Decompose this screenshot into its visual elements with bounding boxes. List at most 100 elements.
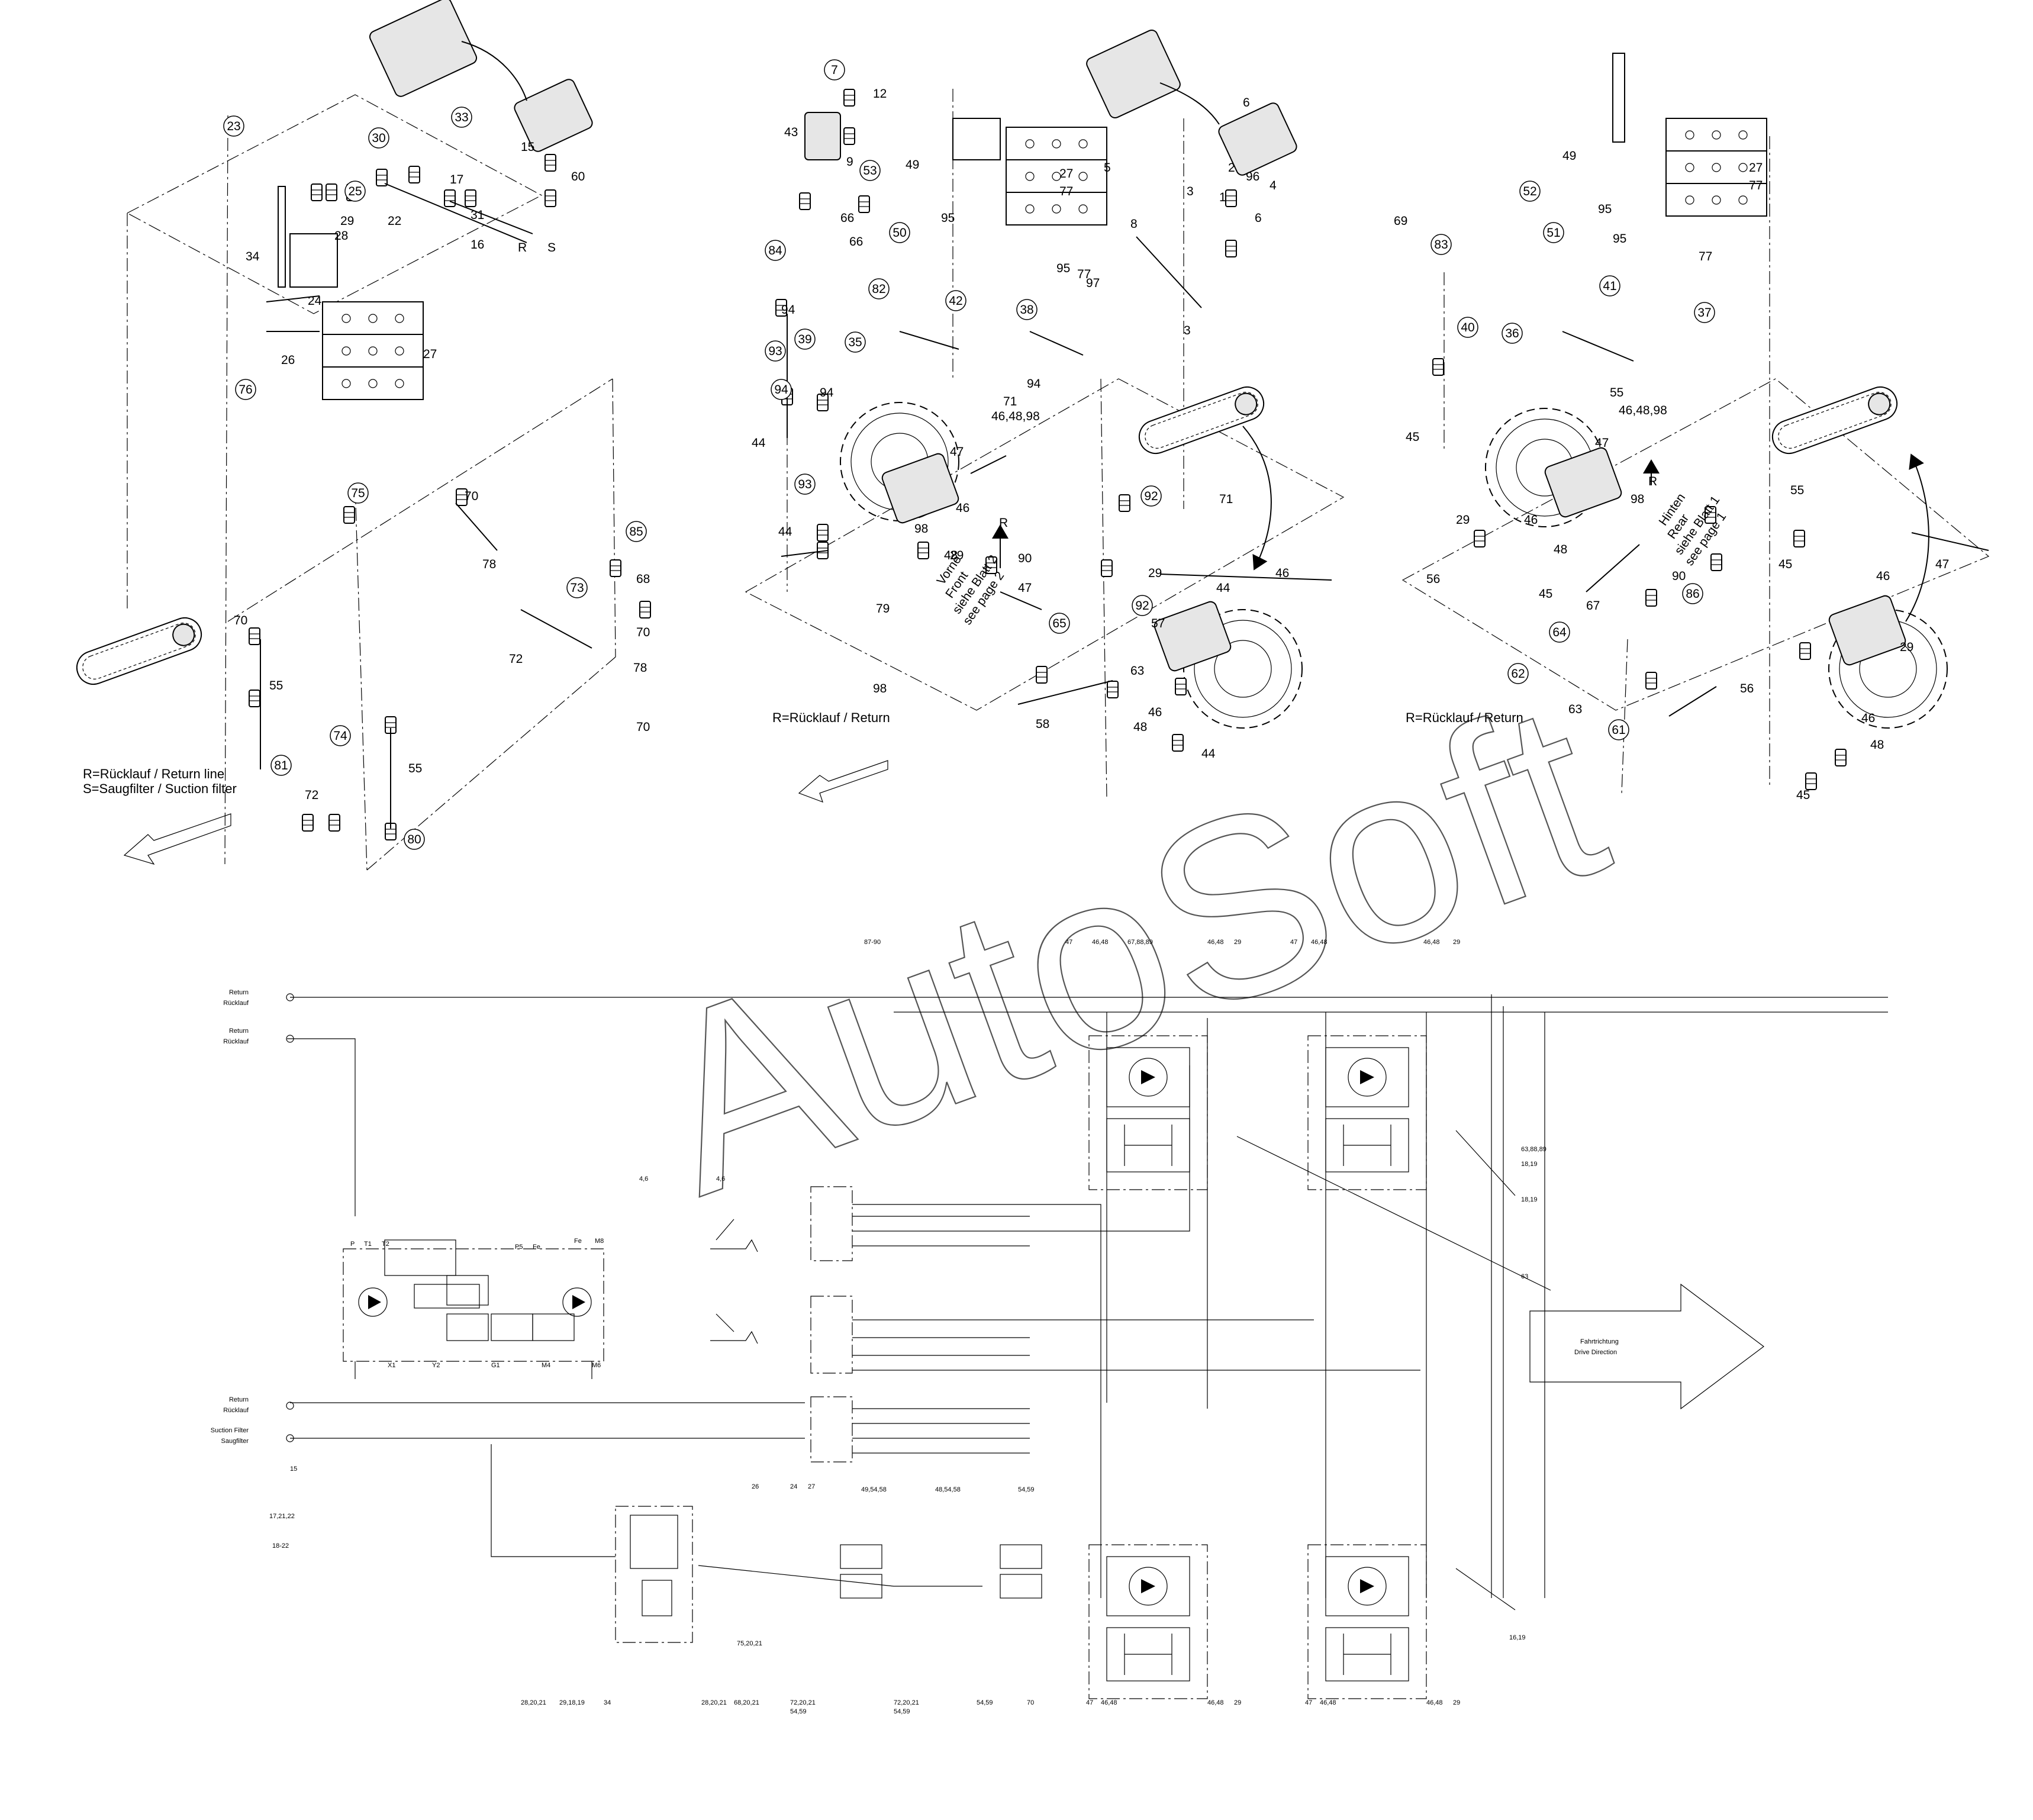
panel-right	[1401, 53, 1990, 794]
callout-p1-14: 68	[636, 572, 650, 586]
callout-p2-44: 98	[873, 682, 887, 695]
schematic-port-9: Fe	[574, 1238, 582, 1245]
svg-text:Suction Filter: Suction Filter	[211, 1427, 249, 1434]
schematic-bottom-ref-10: 54,59	[977, 1699, 993, 1706]
callout-p3-5: 95	[1613, 232, 1626, 246]
svg-text:46: 46	[956, 501, 969, 515]
svg-text:81: 81	[274, 759, 288, 772]
callout-p2-30: 46	[956, 501, 969, 515]
callout-p3-circled-7: 86	[1682, 583, 1703, 604]
schematic-top-ref-8: 46,48	[1423, 939, 1440, 946]
svg-text:72: 72	[509, 652, 523, 666]
svg-text:97: 97	[1086, 276, 1100, 290]
callout-p1-20: 70	[234, 614, 247, 627]
schematic-side-ref-10: 54,59	[1018, 1486, 1035, 1493]
svg-text:69: 69	[1394, 214, 1407, 228]
svg-text:48: 48	[944, 549, 958, 562]
svg-text:44: 44	[752, 436, 766, 450]
callout-p1-circled-2: 30	[368, 127, 389, 149]
svg-text:44: 44	[778, 525, 792, 539]
callout-p2-18: 3	[1187, 185, 1194, 198]
callout-p3-26: 46	[1861, 711, 1875, 725]
callout-p2-42: 63	[1130, 664, 1144, 678]
schematic-side-ref-5: 26	[752, 1483, 759, 1490]
callout-p3-circled-3: 40	[1457, 317, 1478, 338]
svg-text:38: 38	[1020, 303, 1033, 317]
svg-text:45: 45	[1796, 788, 1810, 802]
svg-text:94: 94	[781, 303, 795, 317]
svg-text:46: 46	[1524, 513, 1538, 527]
schematic-bottom-ref-0: 28,20,21	[521, 1699, 546, 1706]
schematic-top-ref-7: 46,48	[1311, 939, 1328, 946]
schematic-bottom-ref-11: 70	[1027, 1699, 1034, 1706]
callout-p2-7: 66	[840, 211, 854, 225]
brake-cylinders	[840, 1544, 1042, 1599]
svg-text:29: 29	[1900, 640, 1913, 654]
svg-text:45: 45	[1779, 558, 1792, 571]
callout-p2-47: 44	[1201, 747, 1216, 761]
callout-p2-13: 2	[1228, 161, 1235, 175]
schematic-bottom-ref-2: 34	[604, 1699, 611, 1706]
callout-p2-19: 5	[1104, 161, 1111, 175]
schematic-side-ref-9: 48,54,58	[935, 1486, 961, 1493]
svg-text:94: 94	[1027, 377, 1041, 391]
svg-text:41: 41	[1603, 279, 1616, 293]
callout-p3-circled-6: 37	[1694, 302, 1715, 323]
autosoft-watermark: AutoSoft	[620, 647, 1636, 1248]
callout-p2-33: 29	[950, 549, 964, 562]
callout-p1-13: 78	[482, 558, 496, 571]
callout-p3-circled-5: 41	[1599, 275, 1620, 297]
schematic-bottom-ref-14: 46,48	[1207, 1699, 1224, 1706]
callout-p2-circled-6: 38	[1016, 299, 1038, 320]
callout-p2-45: 46	[1148, 706, 1162, 719]
svg-text:64: 64	[1552, 626, 1567, 639]
svg-text:34: 34	[246, 250, 260, 263]
valve-block-27-mid	[1006, 127, 1107, 226]
return-label-mid: R=Rücklauf / Return	[772, 710, 890, 725]
schematic-bottom-ref-15: 29	[1234, 1699, 1241, 1706]
svg-text:58: 58	[1036, 717, 1049, 731]
callout-p3-28: 45	[1796, 788, 1810, 802]
callout-p2-46: 48	[1133, 720, 1147, 734]
svg-text:1: 1	[1219, 191, 1226, 204]
svg-text:70: 70	[465, 489, 478, 503]
svg-text:90: 90	[1018, 552, 1032, 565]
callout-p3-0: 49	[1562, 149, 1576, 163]
svg-text:94: 94	[774, 383, 788, 397]
svg-text:50: 50	[893, 226, 906, 240]
callout-p2-39: 44	[1216, 581, 1230, 595]
svg-text:52: 52	[1523, 185, 1536, 198]
svg-text:90: 90	[1672, 569, 1686, 583]
schematic-port-0: P	[350, 1241, 355, 1248]
svg-text:26: 26	[281, 353, 295, 367]
schematic-port-10: P5	[515, 1244, 523, 1251]
svg-text:71: 71	[1219, 492, 1233, 506]
schematic-side-ref-6: 24	[790, 1483, 797, 1490]
callout-p1-17: 78	[633, 661, 647, 675]
svg-text:94: 94	[820, 386, 834, 400]
svg-text:79: 79	[876, 602, 890, 616]
svg-text:37: 37	[1697, 306, 1711, 320]
svg-text:Fahrtrichtung: Fahrtrichtung	[1580, 1338, 1619, 1345]
svg-text:44: 44	[1201, 747, 1216, 761]
schematic-port-6: M4	[542, 1362, 550, 1369]
schematic-top-ref-0: 87-90	[864, 939, 881, 946]
svg-text:12: 12	[873, 87, 887, 101]
callout-p2-40: 29	[1148, 566, 1162, 580]
svg-text:39: 39	[798, 333, 811, 346]
svg-text:70: 70	[234, 614, 247, 627]
schematic-port-4: Y2	[432, 1362, 440, 1369]
callout-p3-10: 47	[1595, 436, 1609, 450]
callout-p3-3: 69	[1394, 214, 1407, 228]
callout-p1-1: 60	[571, 170, 585, 183]
svg-text:23: 23	[227, 120, 240, 133]
callout-p1-19: 55	[269, 679, 283, 692]
callout-p2-circled-3: 84	[765, 240, 786, 261]
svg-text:47: 47	[1018, 581, 1032, 595]
schematic-top-ref-5: 29	[1234, 939, 1241, 946]
svg-text:53: 53	[863, 164, 877, 178]
svg-text:24: 24	[308, 294, 322, 308]
callout-p2-14: 96	[1246, 170, 1259, 183]
callout-p2-0: 12	[873, 87, 887, 101]
svg-text:27: 27	[1749, 161, 1763, 175]
